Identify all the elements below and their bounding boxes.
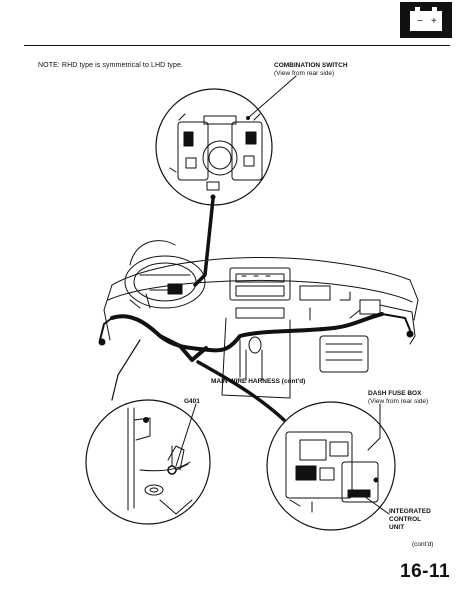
battery-minus-sign: − bbox=[417, 16, 423, 27]
icu-line-2: CONTROL bbox=[389, 516, 422, 523]
combination-switch-leader bbox=[247, 75, 297, 119]
battery-symbol: − + bbox=[410, 7, 442, 31]
dashboard-drawing bbox=[103, 240, 419, 399]
dash-fuse-box-subtitle: (View from rear side) bbox=[368, 398, 429, 405]
combination-switch-detail bbox=[155, 88, 273, 206]
g401-callout-leader bbox=[175, 403, 197, 467]
g401-leader bbox=[111, 339, 141, 401]
fuse-box-leader bbox=[196, 360, 286, 422]
integrated-control-unit-label: INTEGRATED CONTROL UNIT bbox=[389, 508, 431, 532]
switch-leader bbox=[193, 197, 215, 287]
note-text: NOTE: RHD type is symmetrical to LHD typ… bbox=[38, 62, 184, 69]
main-wire-harness-label: MAIN WIRE HARNESS (cont'd) bbox=[211, 378, 306, 385]
combination-switch-title: COMBINATION SWITCH bbox=[274, 62, 348, 69]
g401-label: G401 bbox=[184, 398, 200, 405]
g401-detail bbox=[85, 399, 211, 525]
header-rule bbox=[24, 45, 450, 46]
battery-icon: − + bbox=[400, 2, 452, 38]
combination-switch-subtitle: (View from rear side) bbox=[274, 70, 335, 77]
combination-switch-label: COMBINATION SWITCH (View from rear side) bbox=[274, 62, 348, 78]
main-wire-harness bbox=[110, 312, 384, 353]
icu-leader bbox=[363, 495, 390, 515]
icu-line-1: INTEGRATED bbox=[389, 508, 431, 515]
page-number: 16-11 bbox=[400, 561, 451, 582]
dash-fuse-box-label: DASH FUSE BOX (View from rear side) bbox=[368, 390, 428, 406]
dash-fuse-box-detail bbox=[266, 401, 396, 531]
icu-line-3: UNIT bbox=[389, 524, 405, 531]
battery-plus-sign: + bbox=[431, 16, 437, 27]
continued-note: (cont'd) bbox=[412, 541, 434, 548]
dash-fuse-box-leader bbox=[367, 403, 381, 451]
dash-fuse-box-title: DASH FUSE BOX bbox=[368, 390, 422, 397]
